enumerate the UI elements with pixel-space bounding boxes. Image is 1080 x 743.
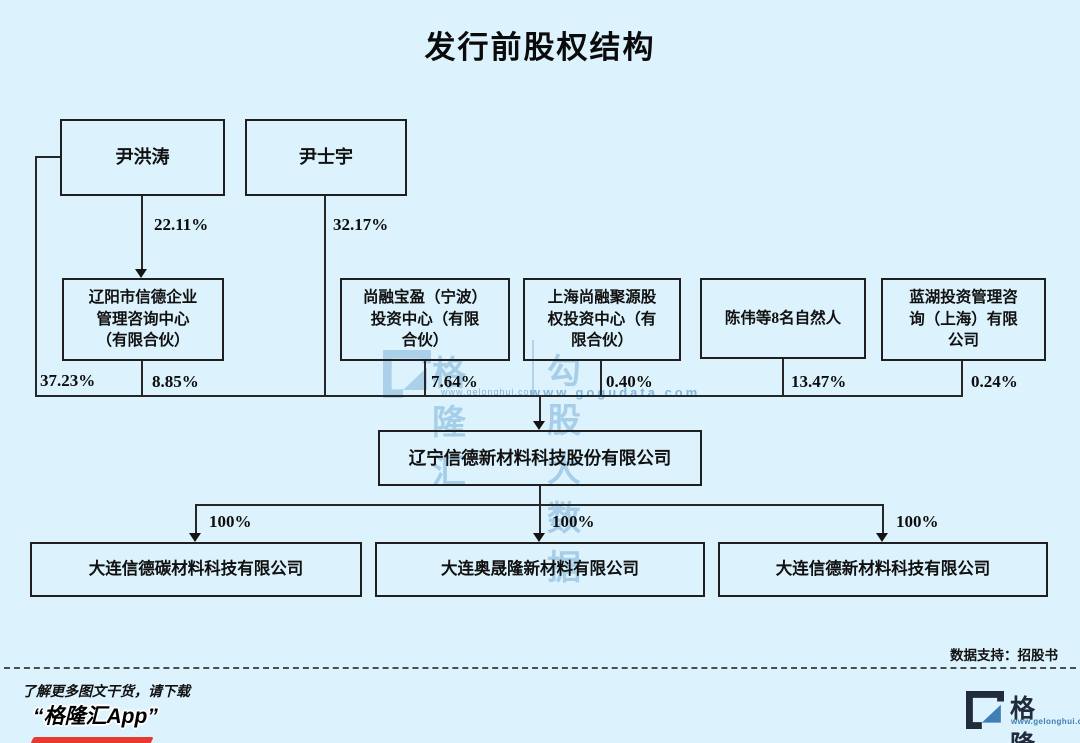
pct-sub1: 100% bbox=[209, 512, 252, 531]
gelonghui-logo-text: 格隆汇 bbox=[1010, 695, 1037, 743]
arrow-into-parent-icon bbox=[533, 421, 545, 430]
pct-shangrong: 7.64% bbox=[431, 372, 478, 391]
footer-divider bbox=[4, 667, 1076, 669]
pct-sub2: 100% bbox=[552, 512, 595, 531]
footer-red-underline bbox=[30, 737, 154, 743]
connector-shanghai-bus bbox=[600, 361, 602, 397]
node-liaoyang: 辽阳市信德企业 管理咨询中心 （有限合伙） bbox=[62, 278, 224, 361]
watermark-product: 勾股大数据 bbox=[547, 353, 586, 587]
connector-bus-parent bbox=[539, 396, 541, 421]
arrow-into-liaoyang-icon bbox=[135, 269, 147, 278]
node-shanghai-shangrong: 上海尚融聚源股 权投资中心（有 限合伙） bbox=[523, 278, 681, 361]
connector-chenwei-bus bbox=[782, 359, 784, 397]
node-subsidiary-1: 大连信德碳材料科技有限公司 bbox=[30, 542, 362, 597]
pct-yinshiyu: 32.17% bbox=[333, 215, 389, 234]
shareholder-bus-line bbox=[35, 395, 963, 397]
pct-liaoyang: 8.85% bbox=[152, 372, 199, 391]
connector-sub2 bbox=[539, 504, 541, 533]
node-lanhu: 蓝湖投资管理咨 询（上海）有限 公司 bbox=[881, 278, 1046, 361]
arrow-into-sub1-icon bbox=[189, 533, 201, 542]
connector-yinhongtao-liaoyang bbox=[141, 196, 143, 270]
connector-sub1 bbox=[195, 504, 197, 533]
pct-shanghai: 0.40% bbox=[606, 372, 653, 391]
node-shangrong-ningbo: 尚融宝盈（宁波） 投资中心（有限 合伙） bbox=[340, 278, 510, 361]
connector-lanhu-bus bbox=[961, 361, 963, 397]
arrow-into-sub3-icon bbox=[876, 533, 888, 542]
footer-app-name: “格隆汇App” bbox=[33, 705, 158, 728]
connector-sub3 bbox=[882, 504, 884, 533]
pct-sub3: 100% bbox=[896, 512, 939, 531]
pct-lanhu: 0.24% bbox=[971, 372, 1018, 391]
page-title: 发行前股权结构 bbox=[424, 30, 656, 65]
node-parent-company: 辽宁信德新材料科技股份有限公司 bbox=[378, 430, 702, 486]
connector-yinshiyu bbox=[324, 196, 326, 397]
pct-yinhongtao-liaoyang: 22.11% bbox=[154, 215, 209, 234]
connector-yinhongtao-direct bbox=[35, 156, 37, 397]
connector-parent-down bbox=[539, 486, 541, 506]
watermark-brand-url: www.gelonghui.com bbox=[441, 387, 539, 397]
gelonghui-logo-icon bbox=[966, 691, 1004, 729]
connector-shangrong-bus bbox=[424, 361, 426, 397]
connector-liaoyang-bus bbox=[141, 361, 143, 397]
pct-chenwei: 13.47% bbox=[791, 372, 847, 391]
pct-yinhongtao-direct: 37.23% bbox=[40, 371, 96, 390]
node-chenwei: 陈伟等8名自然人 bbox=[700, 278, 866, 359]
data-source-note: 数据支持：招股书 bbox=[950, 648, 1058, 663]
gelonghui-watermark-icon bbox=[383, 350, 431, 398]
node-yin-hongtao: 尹洪涛 bbox=[60, 119, 225, 196]
node-subsidiary-3: 大连信德新材料科技有限公司 bbox=[718, 542, 1048, 597]
footer-promo-text: 了解更多图文干货，请下载 bbox=[22, 683, 190, 699]
node-subsidiary-2: 大连奥晟隆新材料有限公司 bbox=[375, 542, 705, 597]
watermark-divider bbox=[532, 340, 534, 394]
gelonghui-logo-url: www.gelonghui.com bbox=[1011, 717, 1080, 726]
arrow-into-sub2-icon bbox=[533, 533, 545, 542]
node-yin-shiyu: 尹士宇 bbox=[245, 119, 407, 196]
connector-yinhongtao-left bbox=[36, 156, 60, 158]
